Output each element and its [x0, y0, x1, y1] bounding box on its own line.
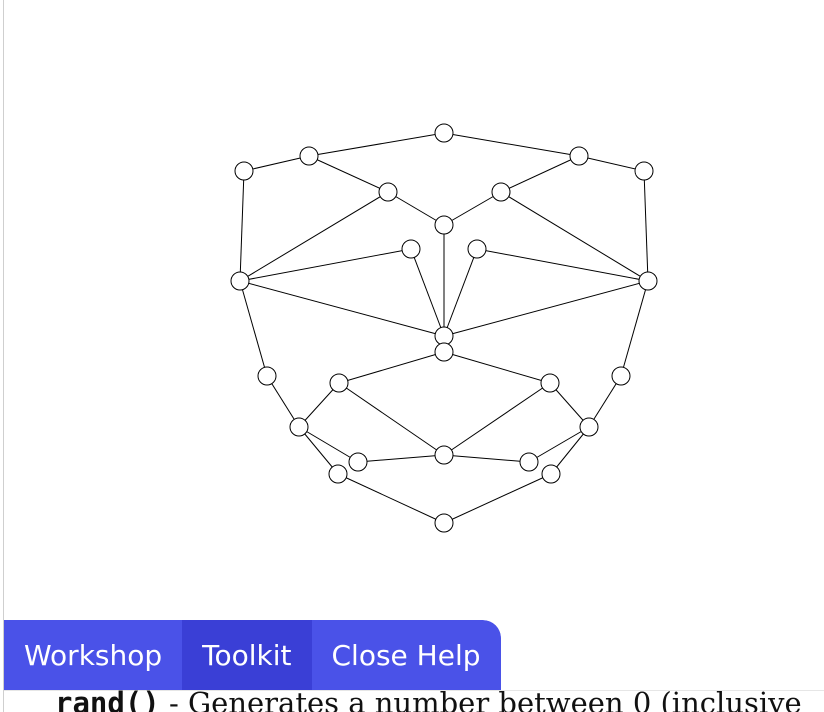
mesh-node: [491, 182, 511, 202]
mesh-node: [328, 464, 348, 484]
mesh-edge: [308, 155, 389, 193]
mesh-edge: [243, 155, 310, 172]
mesh-edge: [443, 132, 580, 157]
mesh-node: [257, 366, 277, 386]
mesh-edge: [500, 191, 649, 282]
mesh-node: [234, 161, 254, 181]
mesh-node: [579, 417, 599, 437]
mesh-node: [378, 182, 398, 202]
mesh-edge: [239, 170, 245, 282]
mesh-node: [348, 452, 368, 472]
mesh-edge: [476, 248, 649, 282]
mesh-edge: [443, 191, 502, 226]
mesh-edge: [578, 155, 645, 172]
mesh-node: [434, 342, 454, 362]
mesh-edges: [239, 132, 649, 524]
mesh-edge: [338, 382, 445, 456]
mesh-edge: [298, 426, 339, 475]
mesh-node: [638, 271, 658, 291]
mesh-node: [434, 513, 454, 533]
help-function-name: rand(): [55, 686, 160, 712]
tab-workshop[interactable]: Workshop: [4, 620, 183, 690]
mesh-node: [230, 271, 250, 291]
mesh-edge: [239, 280, 268, 377]
mesh-edge: [266, 375, 300, 428]
mesh-edge: [357, 454, 445, 463]
help-tab-bar: Workshop Toolkit Close Help: [4, 620, 501, 690]
mesh-edge: [620, 280, 649, 377]
mesh-edge: [588, 375, 622, 428]
mesh-node: [519, 452, 539, 472]
mesh-node: [434, 445, 454, 465]
mesh-node: [569, 146, 589, 166]
mesh-edge: [298, 426, 359, 463]
mesh-edge: [443, 280, 649, 337]
mesh-edge: [308, 132, 445, 157]
mesh-edge: [443, 248, 478, 337]
mesh-node: [434, 123, 454, 143]
mesh-edge: [337, 473, 445, 524]
panel-border: [3, 0, 4, 712]
mesh-edge: [528, 426, 590, 463]
mesh-edge: [550, 426, 590, 475]
mesh-edge: [443, 473, 552, 524]
mesh-node: [289, 417, 309, 437]
mesh-edge: [443, 454, 530, 463]
mesh-edge: [239, 248, 412, 282]
mesh-node: [329, 373, 349, 393]
mesh-node: [540, 373, 560, 393]
tab-toolkit[interactable]: Toolkit: [182, 620, 312, 690]
mesh-edge: [298, 382, 340, 428]
mesh-edge: [239, 280, 445, 337]
mesh-edge: [443, 382, 551, 456]
mesh-edge: [387, 191, 445, 226]
help-divider: [4, 690, 824, 691]
mesh-node: [611, 366, 631, 386]
mesh-edge: [549, 382, 590, 428]
mesh-edge: [239, 191, 389, 282]
mesh-node: [434, 326, 454, 346]
mesh-edge: [443, 351, 551, 384]
close-help-button[interactable]: Close Help: [311, 620, 501, 690]
mesh-edge: [338, 351, 445, 384]
mesh-node: [541, 464, 561, 484]
mesh-node: [467, 239, 487, 259]
mesh-node: [299, 146, 319, 166]
face-mesh-drawing: [230, 123, 658, 533]
mesh-node: [434, 215, 454, 235]
mesh-node: [634, 161, 654, 181]
help-function-description: - Generates a number between 0 (inclusiv…: [159, 686, 802, 712]
mesh-edge: [410, 248, 445, 337]
mesh-node: [401, 239, 421, 259]
mesh-edge: [643, 170, 649, 282]
mesh-nodes: [230, 123, 658, 533]
help-entry: rand() - Generates a number between 0 (i…: [55, 686, 802, 712]
mesh-edge: [500, 155, 580, 193]
